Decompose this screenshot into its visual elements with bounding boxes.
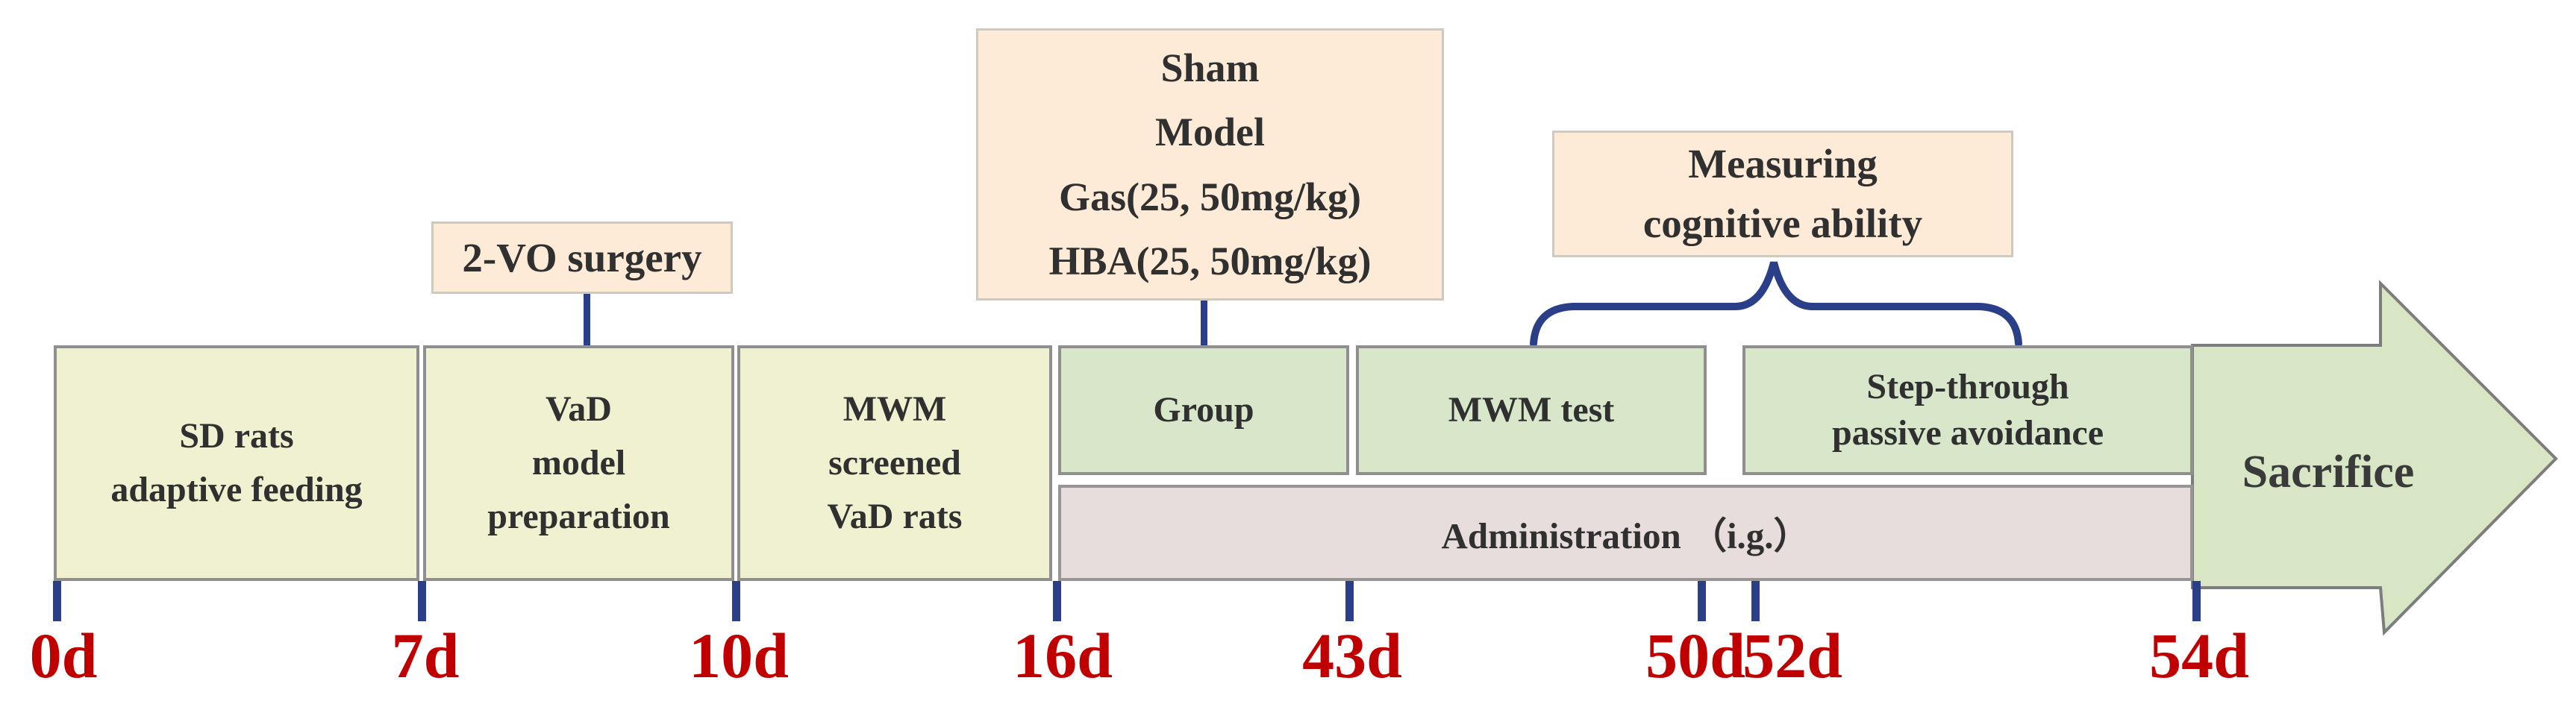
- tick-10d: [732, 581, 740, 621]
- tick-label-7d: 7d: [391, 620, 460, 691]
- tick-label-52d: 52d: [1742, 620, 1842, 691]
- stage-group: Group: [1058, 345, 1349, 475]
- callout-group-list: Sham Model Gas(25, 50mg/kg) HBA(25, 50mg…: [976, 28, 1444, 301]
- callout-measuring-cognitive-ability: Measuring cognitive ability: [1552, 131, 2013, 257]
- stage-vad-model-preparation: VaD model preparation: [423, 345, 734, 581]
- tick-label-50d: 50d: [1645, 620, 1745, 691]
- sacrifice-arrow: [2191, 280, 2558, 636]
- sacrifice-label: Sacrifice: [2242, 447, 2415, 497]
- stage-sd-rats-adaptive-feeding: SD rats adaptive feeding: [54, 345, 419, 581]
- tick-52d: [1751, 581, 1760, 621]
- administration-bar: Administration （i.g.）: [1058, 485, 2193, 581]
- stage-step-through-passive-avoidance: Step-through passive avoidance: [1742, 345, 2193, 475]
- measuring-brace: [1530, 261, 2022, 348]
- tick-0d: [53, 581, 61, 621]
- callout-2vo-surgery: 2-VO surgery: [431, 222, 733, 294]
- stage-mwm-screened-vad-rats: MWM screened VaD rats: [737, 345, 1052, 581]
- tick-50d: [1698, 581, 1706, 621]
- stage-mwm-test: MWM test: [1356, 345, 1707, 475]
- surgery-connector-line: [584, 292, 590, 348]
- groups-connector-line: [1201, 298, 1207, 348]
- tick-16d: [1053, 581, 1061, 621]
- tick-54d: [2192, 581, 2201, 621]
- tick-label-10d: 10d: [689, 620, 789, 691]
- tick-43d: [1345, 581, 1354, 621]
- tick-label-43d: 43d: [1302, 620, 1402, 691]
- tick-label-16d: 16d: [1013, 620, 1113, 691]
- tick-7d: [418, 581, 426, 621]
- tick-label-54d: 54d: [2149, 620, 2249, 691]
- tick-label-0d: 0d: [29, 620, 98, 691]
